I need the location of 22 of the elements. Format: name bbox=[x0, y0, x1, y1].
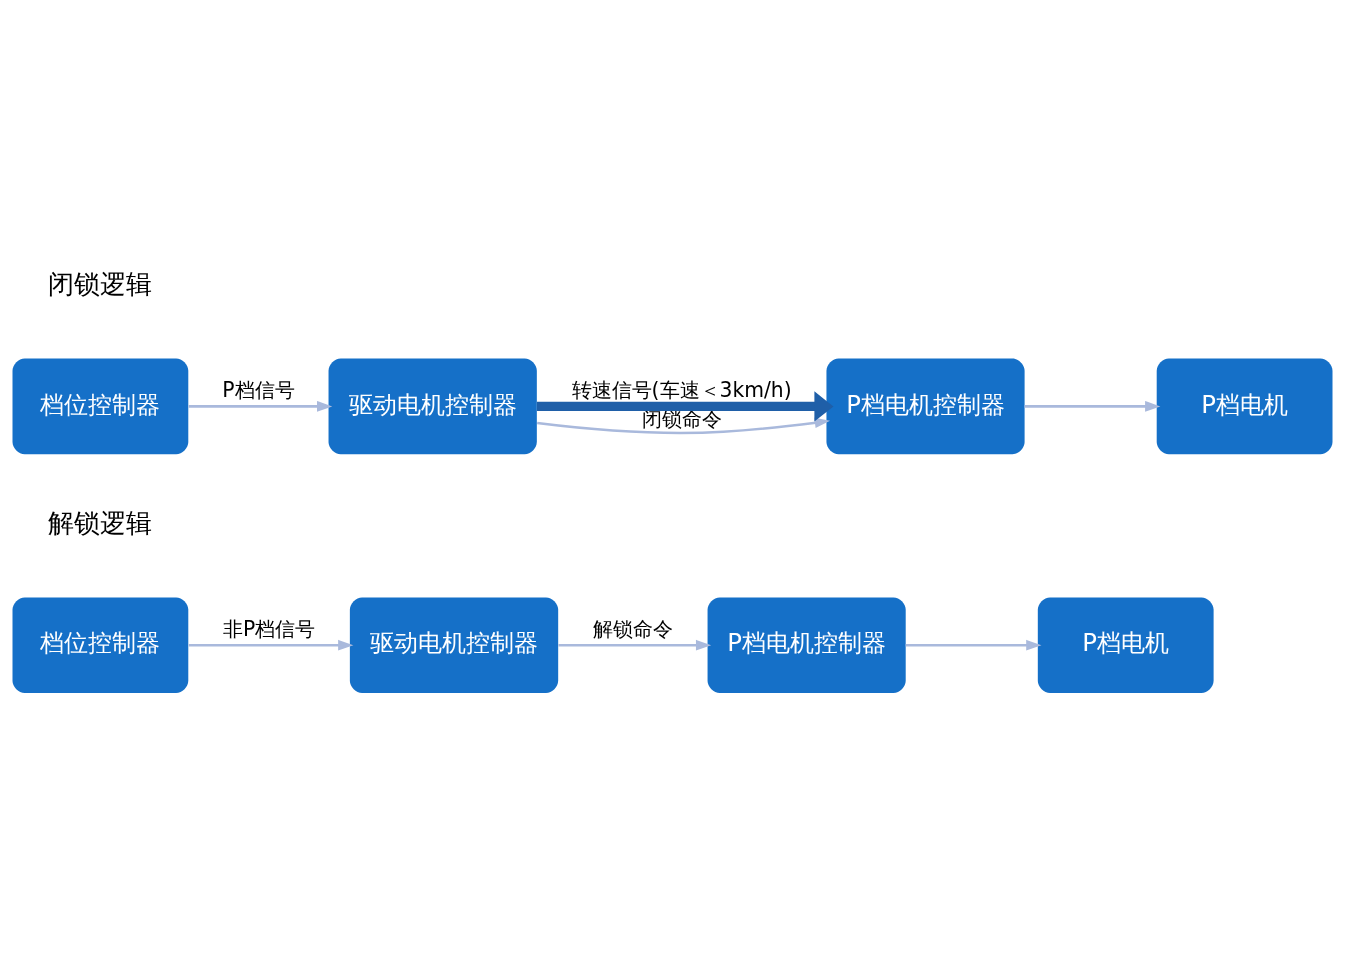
node-box: 档位控制器 bbox=[12, 597, 189, 693]
label: 解锁逻辑 bbox=[48, 507, 153, 539]
arrow bbox=[188, 401, 333, 412]
label: 闭锁逻辑 bbox=[48, 268, 153, 300]
arrow bbox=[536, 391, 834, 422]
arrow bbox=[905, 639, 1042, 651]
node-box: 驱动电机控制器 bbox=[328, 358, 537, 455]
arrow bbox=[558, 639, 712, 651]
node-box: 驱动电机控制器 bbox=[349, 597, 559, 693]
edge-label: 转速信号(车速＜3km/h) bbox=[571, 378, 792, 403]
node-box: P档电机控制器 bbox=[826, 358, 1025, 455]
edge-label: 解锁命令 bbox=[592, 617, 673, 642]
edge-label: P档信号 bbox=[222, 378, 295, 403]
node-box: 档位控制器 bbox=[12, 358, 189, 455]
node-box: P档电机控制器 bbox=[707, 597, 906, 693]
edge-label: 闭锁命令 bbox=[641, 406, 722, 431]
edge-label: 非P档信号 bbox=[222, 617, 316, 642]
node-box: P档电机 bbox=[1156, 358, 1333, 455]
arrow bbox=[188, 639, 354, 651]
arrow bbox=[1024, 401, 1161, 412]
node-box: P档电机 bbox=[1037, 597, 1214, 693]
arrow bbox=[537, 417, 831, 435]
